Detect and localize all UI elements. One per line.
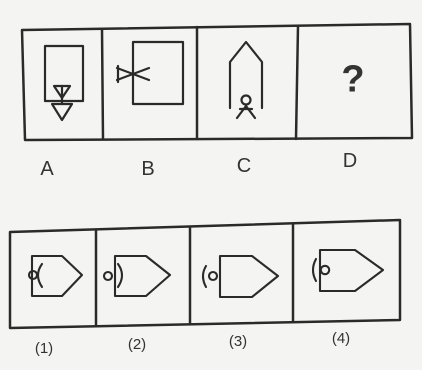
question-divider-3 (296, 26, 298, 139)
option-label-3: (3) (229, 333, 247, 350)
option-label-2: (2) (128, 336, 146, 353)
option-4-figure (313, 250, 383, 291)
question-label-d: D (343, 150, 357, 173)
options-strip-frame (10, 220, 400, 328)
option-2-figure (104, 256, 170, 296)
figure-a (45, 46, 83, 120)
question-divider-1 (102, 29, 103, 139)
option-label-1: (1) (35, 340, 53, 357)
question-label-a: A (40, 158, 53, 181)
option-1-figure (29, 256, 82, 296)
figure-b (117, 42, 183, 104)
unknown-figure-mark: ? (341, 59, 364, 102)
option-3-figure (203, 256, 278, 297)
option-label-4: (4) (332, 330, 350, 347)
question-label-c: C (237, 155, 251, 178)
figure-c (230, 42, 262, 118)
question-label-b: B (141, 158, 154, 181)
